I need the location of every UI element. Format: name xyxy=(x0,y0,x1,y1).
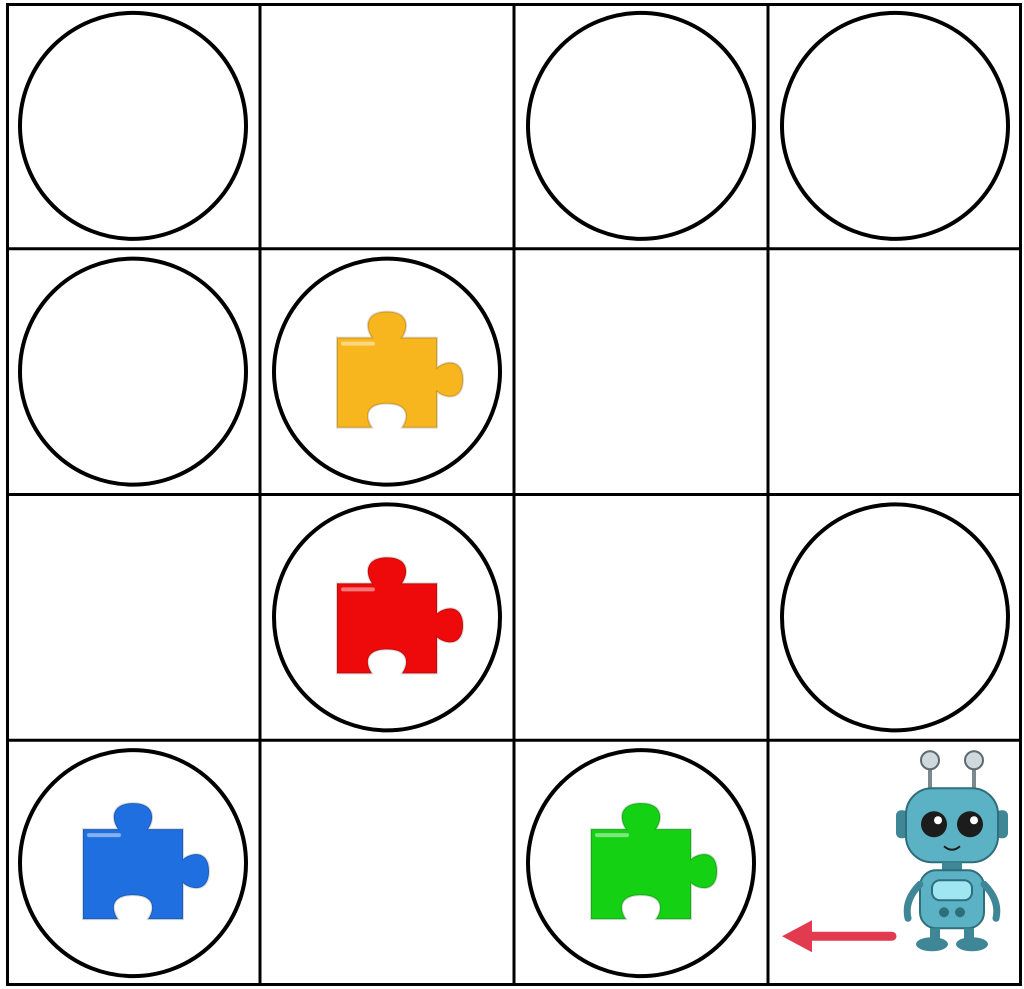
grid-svg xyxy=(6,3,1022,986)
cell-r1-c0[interactable] xyxy=(20,259,246,485)
target-circle[interactable] xyxy=(20,13,246,239)
cell-r1-c1[interactable] xyxy=(274,259,500,485)
cell-r0-c3[interactable] xyxy=(782,13,1008,239)
target-circle[interactable] xyxy=(782,504,1008,730)
target-circle[interactable] xyxy=(782,13,1008,239)
target-circle[interactable] xyxy=(528,13,754,239)
cell-r2-c1[interactable] xyxy=(274,504,500,730)
cell-r3-c0[interactable] xyxy=(20,750,246,976)
cell-r2-c3[interactable] xyxy=(782,504,1008,730)
cell-r0-c2[interactable] xyxy=(528,13,754,239)
target-circle[interactable] xyxy=(20,259,246,485)
cell-r0-c0[interactable] xyxy=(20,13,246,239)
game-board xyxy=(6,3,1022,986)
cell-r3-c2[interactable] xyxy=(528,750,754,976)
